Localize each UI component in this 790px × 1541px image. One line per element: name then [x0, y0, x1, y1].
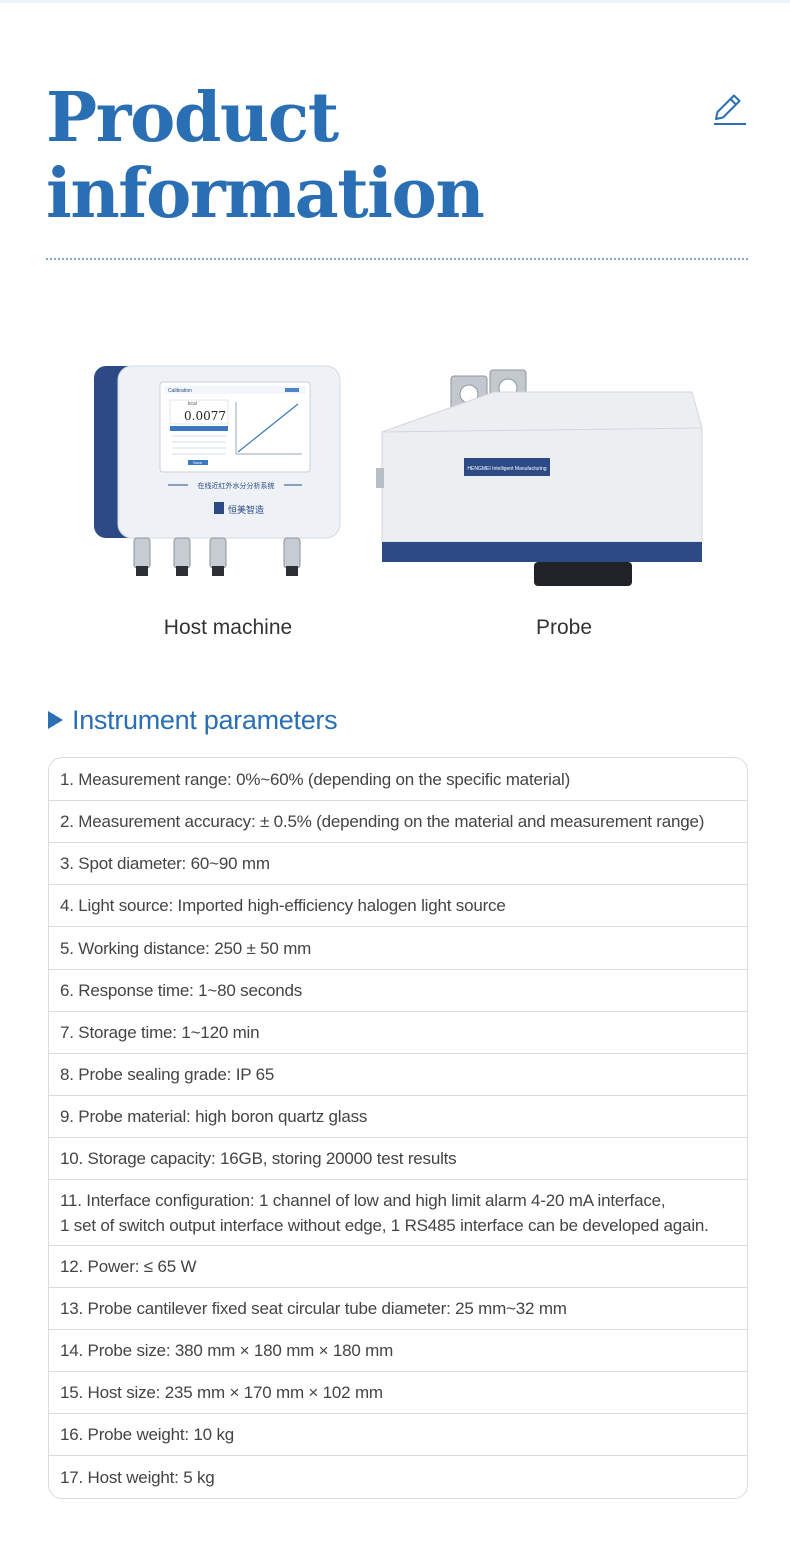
table-row: 13. Probe cantilever fixed seat circular… [49, 1288, 747, 1330]
title-divider [46, 258, 748, 260]
param-text: 12. Power: ≤ 65 W [60, 1257, 197, 1276]
host-screen-value: 0.0077 [184, 409, 226, 423]
param-text: 13. Probe cantilever fixed seat circular… [60, 1299, 567, 1318]
table-row: 7. Storage time: 1~120 min [49, 1012, 747, 1054]
param-text: 7. Storage time: 1~120 min [60, 1023, 260, 1042]
host-machine-caption: Host machine [163, 616, 293, 639]
table-row: 5. Working distance: 250 ± 50 mm [49, 927, 747, 970]
probe-caption: Probe [535, 616, 593, 639]
table-row: 15. Host size: 235 mm × 170 mm × 102 mm [49, 1372, 747, 1414]
parameter-table: 1. Measurement range: 0%~60% (depending … [48, 757, 748, 1499]
section-title: Instrument parameters [72, 704, 338, 735]
table-row: 10. Storage capacity: 16GB, storing 2000… [49, 1138, 747, 1180]
param-text: 15. Host size: 235 mm × 170 mm × 102 mm [60, 1383, 383, 1402]
section-heading: Instrument parameters [48, 700, 338, 740]
param-text: 1. Measurement range: 0%~60% (depending … [60, 769, 571, 789]
param-text: 5. Working distance: 250 ± 50 mm [60, 938, 312, 958]
param-text: 16. Probe weight: 10 kg [60, 1425, 235, 1444]
table-row: 8. Probe sealing grade: IP 65 [49, 1054, 747, 1096]
table-row: 2. Measurement accuracy: ± 0.5% (dependi… [49, 801, 747, 843]
host-screen-unit: kcal [188, 401, 197, 407]
table-row: 14. Probe size: 380 mm × 180 mm × 180 mm [49, 1330, 747, 1372]
host-brand-logo: 恒美智造 [228, 504, 264, 516]
table-row: 16. Probe weight: 10 kg [49, 1414, 747, 1456]
page-title-line2: information [46, 154, 485, 234]
param-text: 8. Probe sealing grade: IP 65 [60, 1065, 275, 1084]
host-screen-button: Save [193, 460, 203, 465]
host-panel-caption: 在线近红外水分分析系统 [198, 481, 275, 490]
param-text: 14. Probe size: 380 mm × 180 mm × 180 mm [60, 1341, 394, 1360]
host-screen-title: Calibration [168, 388, 192, 394]
param-text: 3. Spot diameter: 60~90 mm [60, 854, 270, 873]
param-text: 11. Interface configuration: 1 channel o… [60, 1190, 709, 1235]
table-row: 17. Host weight: 5 kg [49, 1456, 747, 1498]
table-row: 6. Response time: 1~80 seconds [49, 970, 747, 1012]
table-row: 4. Light source: Imported high-efficienc… [49, 885, 747, 927]
top-border-line [0, 0, 790, 3]
param-text: 2. Measurement accuracy: ± 0.5% (dependi… [60, 812, 705, 831]
probe-label-text: HENGMEI Intelligent Manufacturing [467, 466, 546, 472]
param-text: 6. Response time: 1~80 seconds [60, 981, 303, 1000]
table-row: 12. Power: ≤ 65 W [49, 1246, 747, 1288]
page-title: Product information [46, 78, 485, 234]
table-row: 9. Probe material: high boron quartz gla… [49, 1096, 747, 1138]
param-text: 10. Storage capacity: 16GB, storing 2000… [60, 1149, 457, 1168]
probe-image: HENGMEI Intelligent Manufacturing [376, 369, 703, 586]
param-text: 4. Light source: Imported high-efficienc… [60, 896, 506, 915]
table-row: 1. Measurement range: 0%~60% (depending … [49, 758, 747, 801]
table-row: 3. Spot diameter: 60~90 mm [49, 843, 747, 885]
param-text: 17. Host weight: 5 kg [60, 1467, 215, 1487]
triangle-bullet-icon [48, 711, 63, 729]
table-row: 11. Interface configuration: 1 channel o… [49, 1180, 747, 1246]
param-text: 9. Probe material: high boron quartz gla… [60, 1107, 368, 1126]
page-title-line1: Product [46, 78, 339, 158]
pencil-edit-icon[interactable] [708, 88, 748, 128]
host-machine-image: Calibration kcal 0.0077 Save 在线近红外水分分析系统… [94, 365, 341, 576]
